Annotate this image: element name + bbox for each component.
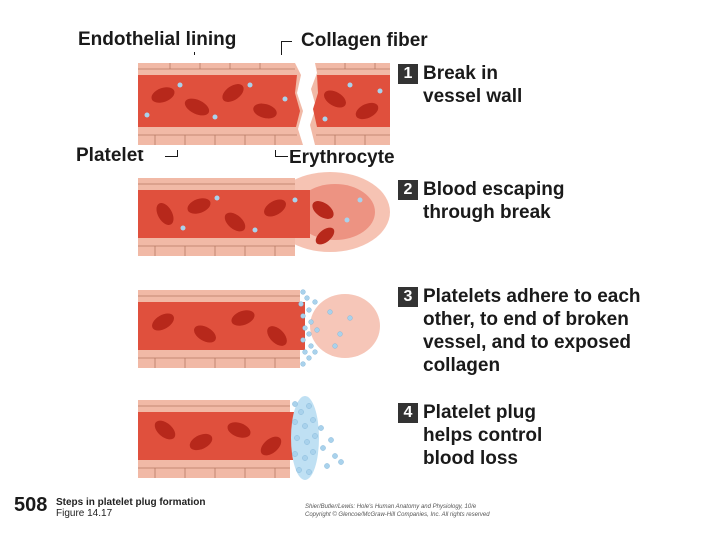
step-text: Platelets adhere to each other, to end o… [423,286,641,376]
copyright-credit: Shier/Butler/Lewis: Hole's Human Anatomy… [305,503,490,519]
endothelial-lining-label: Endothelial lining [78,29,237,50]
vessel-step-1 [135,55,393,150]
step-text: Break in vessel wall [423,63,523,107]
step-number: 1 [398,64,418,84]
caption-title: Steps in platelet plug formation [56,497,206,508]
collagen-leader [281,41,292,68]
credit-line-2: Copyright © Glencoe/McGraw-Hill Companie… [305,512,490,518]
step-text: Platelet plug helps control blood loss [423,402,543,469]
step-text: Blood escaping through break [423,179,565,223]
collagen-fiber-label: Collagen fiber [301,30,428,51]
erythrocyte-label: Erythrocyte [289,147,395,168]
figure-caption: Steps in platelet plug formation Figure … [56,497,205,519]
vessel-step-2 [135,170,393,260]
platelet-label: Platelet [76,145,144,166]
step-number: 2 [398,180,418,200]
vessel-step-3 [135,282,393,372]
credit-line-1: Shier/Butler/Lewis: Hole's Human Anatomy… [305,504,477,510]
step-number: 4 [398,403,418,423]
caption-figure-number: Figure 14.17 [56,508,113,519]
page-number: 508 [14,494,48,516]
vessel-step-4 [135,392,393,482]
step-number: 3 [398,287,418,307]
